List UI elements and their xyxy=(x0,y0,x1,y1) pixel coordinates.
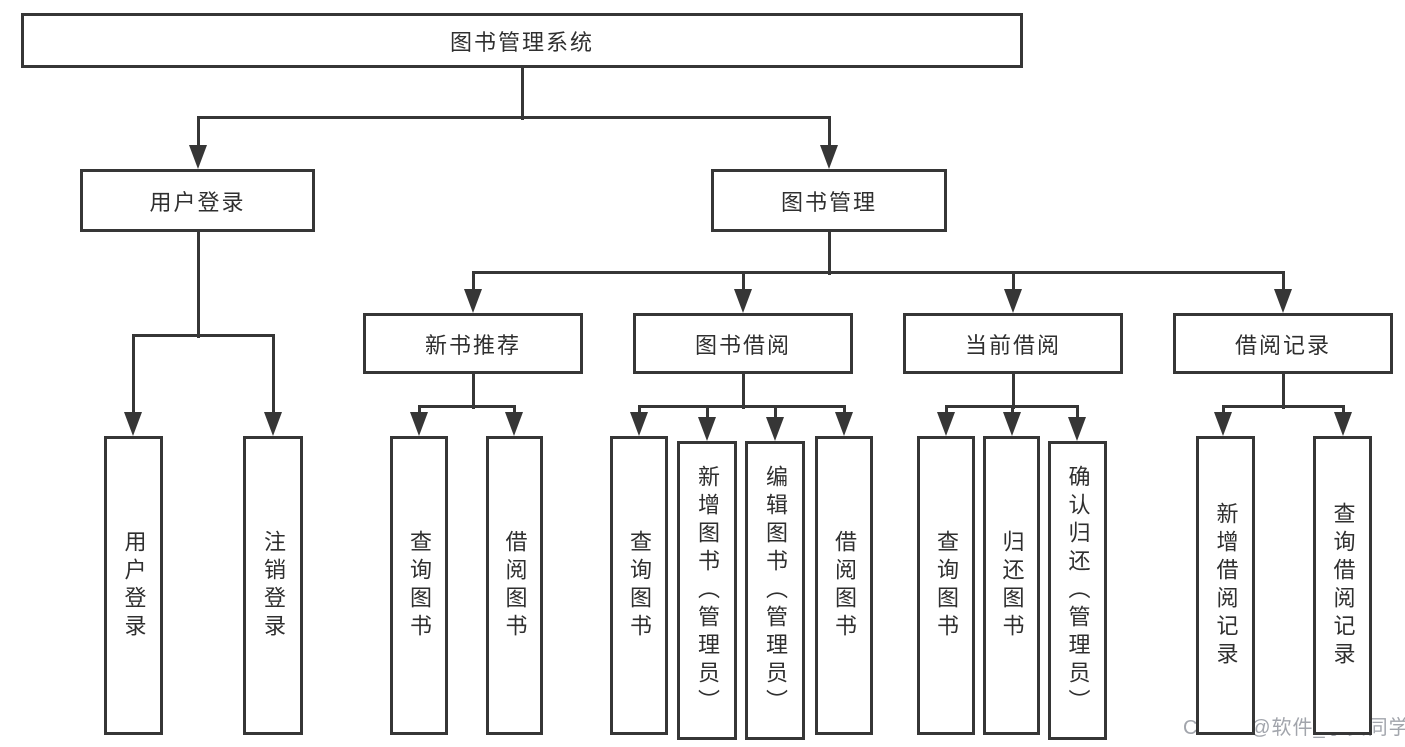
connector-drop xyxy=(196,117,200,149)
leaf-query-borrow-record-label: 查询借阅记录 xyxy=(1330,501,1356,670)
arrowhead-down-icon xyxy=(734,289,752,313)
system-root-box: 图书管理系统 xyxy=(21,13,1023,68)
leaf-query-books-recommend-label: 查询图书 xyxy=(407,529,432,642)
arrowhead-down-icon xyxy=(1003,412,1021,436)
book-management-label: 图书管理 xyxy=(780,189,877,215)
connector-drop xyxy=(741,272,745,293)
arrowhead-down-icon xyxy=(410,412,428,436)
leaf-confirm-return-admin-label: 确认归还（管理员） xyxy=(1065,464,1091,717)
system-root-label: 图书管理系统 xyxy=(449,29,594,55)
leaf-query-borrow-record-box: 查询借阅记录 xyxy=(1313,436,1372,735)
new-book-recommend-label: 新书推荐 xyxy=(424,332,521,358)
leaf-return-book-label: 归还图书 xyxy=(999,529,1025,642)
connector-drop xyxy=(842,406,846,416)
leaf-user-login-box: 用户登录 xyxy=(104,436,163,735)
leaf-logout-box: 注销登录 xyxy=(243,436,303,735)
leaf-edit-book-admin-label: 编辑图书（管理员） xyxy=(763,464,788,717)
leaf-borrow-books-borrowing-label: 借阅图书 xyxy=(832,529,857,642)
connector-drop xyxy=(705,406,709,421)
connector-stem xyxy=(196,232,200,338)
current-borrowing-label: 当前借阅 xyxy=(964,332,1061,358)
connector-drop xyxy=(417,406,421,416)
leaf-query-books-current-box: 查询图书 xyxy=(917,436,975,735)
connector-drop xyxy=(271,335,275,416)
leaf-add-book-admin-box: 新增图书（管理员） xyxy=(677,441,737,740)
connector-drop xyxy=(1221,406,1225,416)
arrowhead-down-icon xyxy=(835,412,853,436)
connector-drop xyxy=(512,406,516,416)
leaf-borrow-books-recommend-label: 借阅图书 xyxy=(502,529,528,642)
leaf-user-login-label: 用户登录 xyxy=(121,529,147,642)
connector-drop xyxy=(1011,272,1015,293)
connector-stem xyxy=(1011,374,1015,409)
connector-branch xyxy=(637,404,846,408)
arrowhead-down-icon xyxy=(464,289,482,313)
connector-stem xyxy=(827,232,831,275)
arrowhead-down-icon xyxy=(1068,417,1086,441)
connector-drop xyxy=(1341,406,1345,416)
user-login-label: 用户登录 xyxy=(149,189,246,215)
connector-stem xyxy=(741,374,745,409)
arrowhead-down-icon xyxy=(630,412,648,436)
connector-drop xyxy=(944,406,948,416)
leaf-confirm-return-admin-box: 确认归还（管理员） xyxy=(1048,441,1107,740)
arrowhead-down-icon xyxy=(698,417,716,441)
connector-drop xyxy=(1281,272,1285,293)
arrowhead-down-icon xyxy=(1214,412,1232,436)
leaf-borrow-books-borrowing-box: 借阅图书 xyxy=(815,436,873,735)
leaf-query-books-current-label: 查询图书 xyxy=(934,529,959,642)
connector-drop xyxy=(827,117,831,149)
leaf-borrow-books-recommend-box: 借阅图书 xyxy=(486,436,543,735)
leaf-add-borrow-record-box: 新增借阅记录 xyxy=(1196,436,1255,735)
arrowhead-down-icon xyxy=(1334,412,1352,436)
user-login-box: 用户登录 xyxy=(80,169,315,232)
current-borrowing-box: 当前借阅 xyxy=(903,313,1123,374)
leaf-query-books-recommend-box: 查询图书 xyxy=(390,436,448,735)
book-borrowing-label: 图书借阅 xyxy=(694,332,791,358)
leaf-query-books-borrowing-box: 查询图书 xyxy=(610,436,668,735)
connector-branch xyxy=(417,404,516,408)
arrowhead-down-icon xyxy=(1004,289,1022,313)
leaf-add-book-admin-label: 新增图书（管理员） xyxy=(695,464,720,717)
arrowhead-down-icon xyxy=(264,412,282,436)
arrowhead-down-icon xyxy=(1274,289,1292,313)
book-management-box: 图书管理 xyxy=(711,169,947,232)
connector-drop xyxy=(131,335,135,416)
arrowhead-down-icon xyxy=(937,412,955,436)
arrowhead-down-icon xyxy=(189,145,207,169)
borrowing-records-label: 借阅记录 xyxy=(1234,332,1331,358)
connector-drop xyxy=(1075,406,1079,421)
borrowing-records-box: 借阅记录 xyxy=(1173,313,1393,374)
connector-branch xyxy=(1221,404,1345,408)
arrowhead-down-icon xyxy=(124,412,142,436)
arrowhead-down-icon xyxy=(820,145,838,169)
leaf-return-book-box: 归还图书 xyxy=(983,436,1040,735)
book-borrowing-box: 图书借阅 xyxy=(633,313,853,374)
connector-branch xyxy=(131,333,275,337)
leaf-edit-book-admin-box: 编辑图书（管理员） xyxy=(745,441,805,740)
connector-drop xyxy=(637,406,641,416)
arrowhead-down-icon xyxy=(505,412,523,436)
arrowhead-down-icon xyxy=(766,417,784,441)
connector-stem xyxy=(471,374,475,409)
connector-stem xyxy=(1281,374,1285,409)
connector-branch xyxy=(196,115,831,119)
leaf-logout-label: 注销登录 xyxy=(261,529,286,642)
leaf-add-borrow-record-label: 新增借阅记录 xyxy=(1213,501,1239,670)
connector-drop xyxy=(1010,406,1014,416)
connector-drop xyxy=(471,272,475,293)
connector-branch xyxy=(471,270,1285,274)
connector-stem xyxy=(520,68,524,120)
connector-drop xyxy=(773,406,777,421)
leaf-query-books-borrowing-label: 查询图书 xyxy=(627,529,652,642)
new-book-recommend-box: 新书推荐 xyxy=(363,313,583,374)
